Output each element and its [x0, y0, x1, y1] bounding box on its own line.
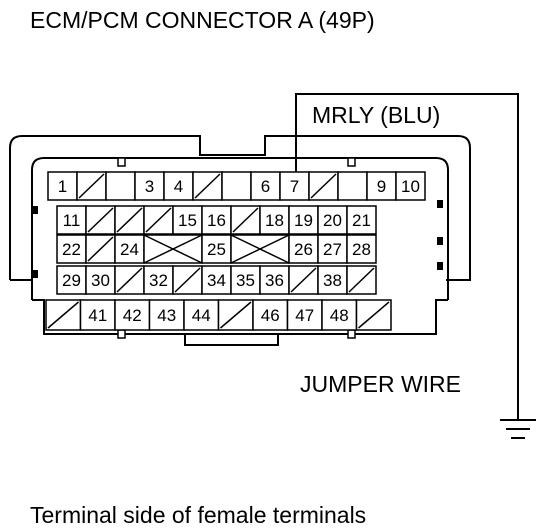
terminal-number: 7	[290, 177, 299, 196]
terminal-number: 26	[294, 240, 313, 259]
terminal-number: 28	[352, 240, 371, 259]
terminal-cell	[279, 171, 310, 201]
blank-slash-line	[87, 207, 114, 233]
terminal-cell	[105, 171, 136, 201]
terminal-cell	[252, 299, 289, 331]
blank-slash-line	[116, 267, 143, 293]
terminal-number: 10	[401, 177, 420, 196]
terminal-number: 6	[261, 177, 270, 196]
terminal-row: 11 15 16 18 19 20 21	[56, 205, 377, 235]
terminal-cell	[288, 234, 319, 264]
terminal-cell	[395, 171, 426, 201]
blank-slash-line	[116, 207, 143, 233]
blank-slash-line	[232, 207, 259, 233]
jumper-wire	[295, 93, 536, 439]
terminal-cell	[259, 265, 290, 295]
terminal-number: 43	[157, 306, 176, 325]
blank-slash-line	[174, 267, 201, 293]
terminal-cell	[317, 205, 348, 235]
terminal-number: 4	[174, 177, 183, 196]
terminal-row: 29 30 32 34 35 36 38	[56, 265, 377, 295]
blank-slash-line	[310, 173, 337, 199]
jumper-wire-label: JUMPER WIRE	[300, 371, 461, 397]
blank-cross-line	[230, 234, 290, 264]
terminal-number: 27	[323, 240, 342, 259]
terminal-number: 18	[265, 211, 284, 230]
blank-slash-line	[78, 173, 105, 199]
terminal-cell	[148, 299, 185, 331]
terminal-cell	[317, 234, 348, 264]
terminal-number: 41	[88, 306, 107, 325]
terminal-number: 25	[207, 240, 226, 259]
blank-slash-line	[358, 301, 390, 329]
terminal-cell	[337, 171, 368, 201]
terminal-cell	[346, 234, 377, 264]
terminal-number: 29	[62, 271, 81, 290]
terminal-number: 47	[295, 306, 314, 325]
terminal-number: 19	[294, 211, 313, 230]
terminal-number: 20	[323, 211, 342, 230]
blank-slash-line	[290, 267, 317, 293]
terminal-cell	[47, 171, 78, 201]
blank-slash-line	[220, 301, 252, 329]
terminal-number: 3	[145, 177, 154, 196]
terminal-number: 24	[120, 240, 139, 259]
terminal-number: 32	[149, 271, 168, 290]
blank-slash-line	[47, 301, 79, 329]
terminal-number: 42	[123, 306, 142, 325]
terminal-number: 34	[207, 271, 226, 290]
terminal-number: 9	[377, 177, 386, 196]
terminal-cell	[201, 265, 232, 295]
terminal-number: 46	[261, 306, 280, 325]
terminal-number: 35	[236, 271, 255, 290]
diagram-title: ECM/PCM CONNECTOR A (49P)	[30, 7, 375, 33]
terminal-number: 22	[62, 240, 81, 259]
terminal-number: 1	[58, 177, 67, 196]
terminal-cell	[221, 171, 252, 201]
terminal-number: 30	[91, 271, 110, 290]
terminal-number: 36	[265, 271, 284, 290]
terminal-cell	[317, 265, 348, 295]
terminal-cell	[56, 265, 87, 295]
mrly-label: MRLY (BLU)	[312, 102, 440, 128]
terminal-number: 44	[192, 306, 211, 325]
terminal-cell	[366, 171, 397, 201]
terminal-row: 41 42 43 44 46 47 48	[45, 299, 392, 331]
blank-slash-line	[194, 173, 221, 199]
blank-slash-line	[348, 267, 375, 293]
terminal-cell	[56, 234, 87, 264]
blank-cross-line	[143, 234, 203, 264]
terminal-cell	[230, 265, 261, 295]
terminal-number: 48	[330, 306, 349, 325]
terminal-number: 11	[63, 211, 81, 230]
terminal-cell	[85, 265, 116, 295]
terminal-number: 15	[178, 211, 197, 230]
footer-caption: Terminal side of female terminals	[30, 502, 366, 528]
terminal-cell	[79, 299, 116, 331]
blank-slash-line	[145, 207, 172, 233]
terminal-cell	[143, 265, 174, 295]
terminal-number: 16	[207, 211, 226, 230]
terminal-row: 1 3 4 6 7 9 10	[47, 171, 426, 201]
blank-slash-line	[87, 236, 114, 262]
terminal-cell	[321, 299, 358, 331]
terminal-cell	[346, 205, 377, 235]
terminal-row: 22 24 25 26 27 28	[56, 234, 377, 264]
terminal-number: 21	[352, 211, 371, 230]
terminal-number: 38	[323, 271, 342, 290]
